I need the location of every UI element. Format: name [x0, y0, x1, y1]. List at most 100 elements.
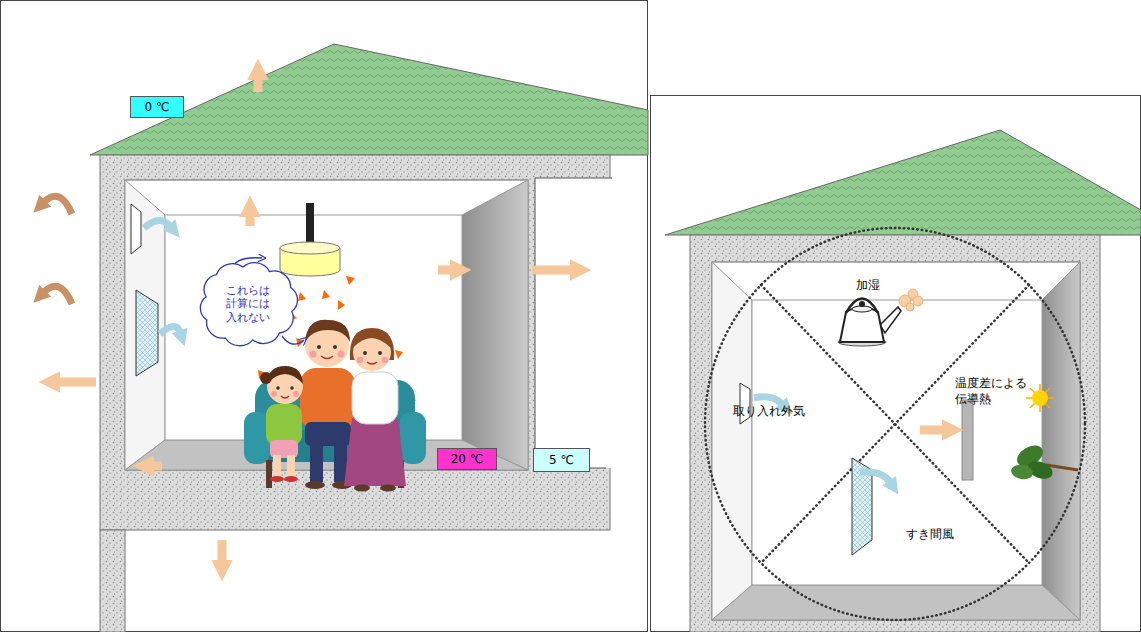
heat-flow-arrow: [254, 78, 263, 92]
dotted-load-circle: [761, 285, 1029, 563]
family-on-sofa: [267, 366, 303, 384]
temperature-box: 20 ℃: [437, 448, 497, 470]
room: [712, 585, 1080, 620]
heat-flow-arrow: [218, 540, 227, 562]
roof: [665, 130, 1141, 235]
family-on-sofa: [305, 320, 350, 342]
heat-flow-arrow: [58, 78, 572, 562]
steam-puff: [913, 296, 923, 306]
room: [1042, 262, 1080, 620]
steam-puff: [899, 289, 923, 311]
family-on-sofa: [317, 345, 321, 349]
callout-text: これらは 計算には 入れない: [219, 284, 277, 324]
inflow-air-arrow: [144, 220, 180, 334]
family-on-sofa: [380, 485, 396, 492]
item-label: 温度差による 伝導熱: [955, 376, 1035, 407]
kettle-icon: [838, 299, 901, 347]
wall-section: [962, 400, 973, 480]
exhaust-air-arrow: [44, 196, 72, 304]
inflow-air-arrow: [160, 326, 180, 334]
family-on-sofa: [266, 460, 272, 488]
family-on-sofa: [344, 418, 406, 486]
ceiling-lamp: [280, 203, 340, 276]
family-on-sofa: [354, 485, 370, 492]
heat-flow-arrow: [152, 462, 162, 471]
heat-flow-arrow: [920, 426, 944, 435]
steam-puff: [906, 303, 914, 311]
family-on-sofa: [244, 320, 426, 492]
item-label: 取り入れ外気: [733, 404, 805, 420]
left-panel: [1, 1, 649, 632]
family-on-sofa: [284, 476, 298, 482]
inflow-air-arrow: [144, 220, 170, 228]
family-on-sofa: [271, 391, 277, 397]
heated-room: [125, 180, 528, 470]
family-on-sofa: [287, 455, 295, 477]
panel-frame: [1, 1, 648, 632]
inflow-air-arrow: [754, 397, 782, 404]
dotted-load-circle: [705, 228, 1085, 620]
tree-leaves: [1010, 463, 1034, 481]
item-label: 加湿: [856, 278, 880, 294]
family-on-sofa: [260, 372, 272, 384]
temperature-text: 5 ℃: [549, 453, 574, 467]
temperature-box: 0 ℃: [130, 96, 184, 118]
heat-flow-arrow: [438, 266, 452, 275]
sun-icon: [1030, 388, 1050, 408]
family-on-sofa: [378, 351, 382, 355]
adjacent-room: [535, 178, 612, 179]
family-on-sofa: [281, 396, 289, 398]
family-on-sofa: [321, 356, 333, 359]
sun-icon: [1032, 390, 1048, 406]
heated-room: [125, 180, 528, 470]
temperature-text: 20 ℃: [451, 452, 484, 466]
heat-radiation-mark: [298, 292, 306, 301]
family-on-sofa: [300, 368, 355, 430]
panel-frame: [651, 96, 1141, 632]
tree-leaves: [1010, 441, 1078, 482]
roof: [90, 44, 648, 155]
dotted-load-circle: [761, 285, 1029, 563]
family-on-sofa: [305, 481, 325, 489]
heat-flow-arrow: [532, 266, 572, 275]
family-on-sofa: [310, 351, 317, 358]
family-on-sofa: [357, 357, 363, 363]
dotted-load-circle: [705, 228, 1085, 620]
lower-wall: [100, 530, 125, 632]
room: [752, 300, 1042, 585]
wall-slab: [100, 155, 610, 530]
family-on-sofa: [276, 386, 280, 390]
family-on-sofa: [310, 440, 323, 482]
adjacent-room: [535, 178, 615, 468]
adjacent-room: [535, 178, 536, 468]
heat-flow-arrow: [58, 378, 96, 387]
ceiling-lamp: [280, 242, 340, 254]
family-on-sofa: [290, 386, 294, 390]
adjacent-room: [535, 178, 615, 468]
exhaust-air-arrow: [44, 286, 72, 304]
glass-window: [136, 290, 158, 376]
heat-radiation-mark: [346, 276, 355, 285]
family-on-sofa: [293, 391, 299, 397]
kettle-icon: [880, 307, 901, 333]
family-on-sofa: [367, 362, 377, 364]
family-on-sofa: [270, 476, 284, 482]
family-on-sofa: [266, 404, 302, 446]
family-on-sofa: [363, 351, 367, 355]
item-label: すき間風: [906, 527, 954, 543]
heated-room: [165, 215, 462, 440]
inflow-air-arrow: [860, 472, 890, 482]
right-panel: [651, 96, 1141, 632]
exhaust-air-arrow: [44, 196, 72, 214]
sun-icon: [1030, 388, 1050, 408]
vent-window: [131, 204, 141, 254]
heat-radiation-mark: [322, 290, 330, 299]
temperature-text: 0 ℃: [145, 100, 170, 114]
family-on-sofa: [353, 331, 391, 348]
family-on-sofa: [352, 372, 398, 424]
family-on-sofa: [273, 455, 281, 477]
family-on-sofa: [333, 345, 337, 349]
kettle-icon: [859, 301, 865, 307]
